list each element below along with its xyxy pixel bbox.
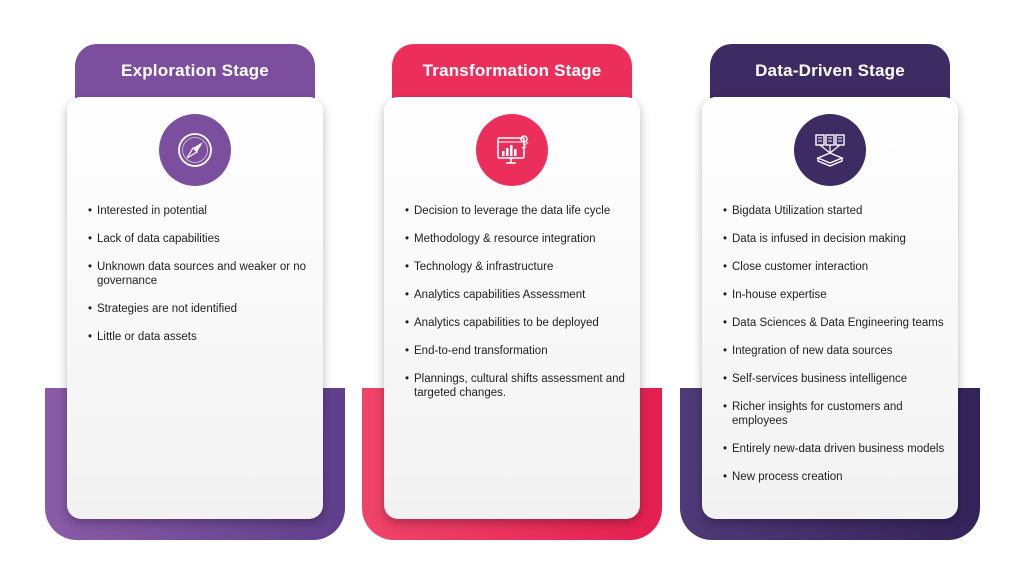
list-item: Integration of new data sources xyxy=(723,344,955,358)
stage-transformation: Transformation Stage Decision to leverag… xyxy=(362,0,662,581)
list-item: End-to-end transformation xyxy=(405,344,637,358)
stage-title: Exploration Stage xyxy=(75,44,315,106)
list-item: Analytics capabilities to be deployed xyxy=(405,316,637,330)
item-list: Bigdata Utilization started Data is infu… xyxy=(723,204,955,498)
icon-badge xyxy=(159,114,231,186)
analytics-monitor-icon xyxy=(497,135,529,164)
stage-card: Decision to leverage the data life cycle… xyxy=(384,97,640,519)
stage-data-driven: Data-Driven Stage Bigdata Utilization st… xyxy=(680,0,980,581)
list-item: New process creation xyxy=(723,470,955,484)
list-item: Technology & infrastructure xyxy=(405,260,637,274)
compass-icon xyxy=(178,133,212,167)
list-item: Entirely new-data driven business models xyxy=(723,442,955,456)
list-item: Close customer interaction xyxy=(723,260,955,274)
list-item: Richer insights for customers and employ… xyxy=(723,400,955,428)
list-item: Decision to leverage the data life cycle xyxy=(405,204,637,218)
item-list: Interested in potential Lack of data cap… xyxy=(88,204,320,358)
stage-title: Data-Driven Stage xyxy=(710,44,950,106)
list-item: Data Sciences & Data Engineering teams xyxy=(723,316,955,330)
list-item: Methodology & resource integration xyxy=(405,232,637,246)
list-item: Interested in potential xyxy=(88,204,320,218)
list-item: Data is infused in decision making xyxy=(723,232,955,246)
list-item: Lack of data capabilities xyxy=(88,232,320,246)
stage-card: Interested in potential Lack of data cap… xyxy=(67,97,323,519)
list-item: Bigdata Utilization started xyxy=(723,204,955,218)
item-list: Decision to leverage the data life cycle… xyxy=(405,204,637,414)
stage-title: Transformation Stage xyxy=(392,44,632,106)
list-item: Unknown data sources and weaker or no go… xyxy=(88,260,320,288)
stage-exploration: Exploration Stage Interested in potentia… xyxy=(45,0,345,581)
list-item: Little or data assets xyxy=(88,330,320,344)
list-item: Strategies are not identified xyxy=(88,302,320,316)
data-documents-server-icon xyxy=(815,134,845,167)
list-item: Self-services business intelligence xyxy=(723,372,955,386)
icon-badge xyxy=(794,114,866,186)
stage-card: Bigdata Utilization started Data is infu… xyxy=(702,97,958,519)
list-item: In-house expertise xyxy=(723,288,955,302)
list-item: Plannings, cultural shifts assessment an… xyxy=(405,372,637,400)
list-item: Analytics capabilities Assessment xyxy=(405,288,637,302)
icon-badge xyxy=(476,114,548,186)
